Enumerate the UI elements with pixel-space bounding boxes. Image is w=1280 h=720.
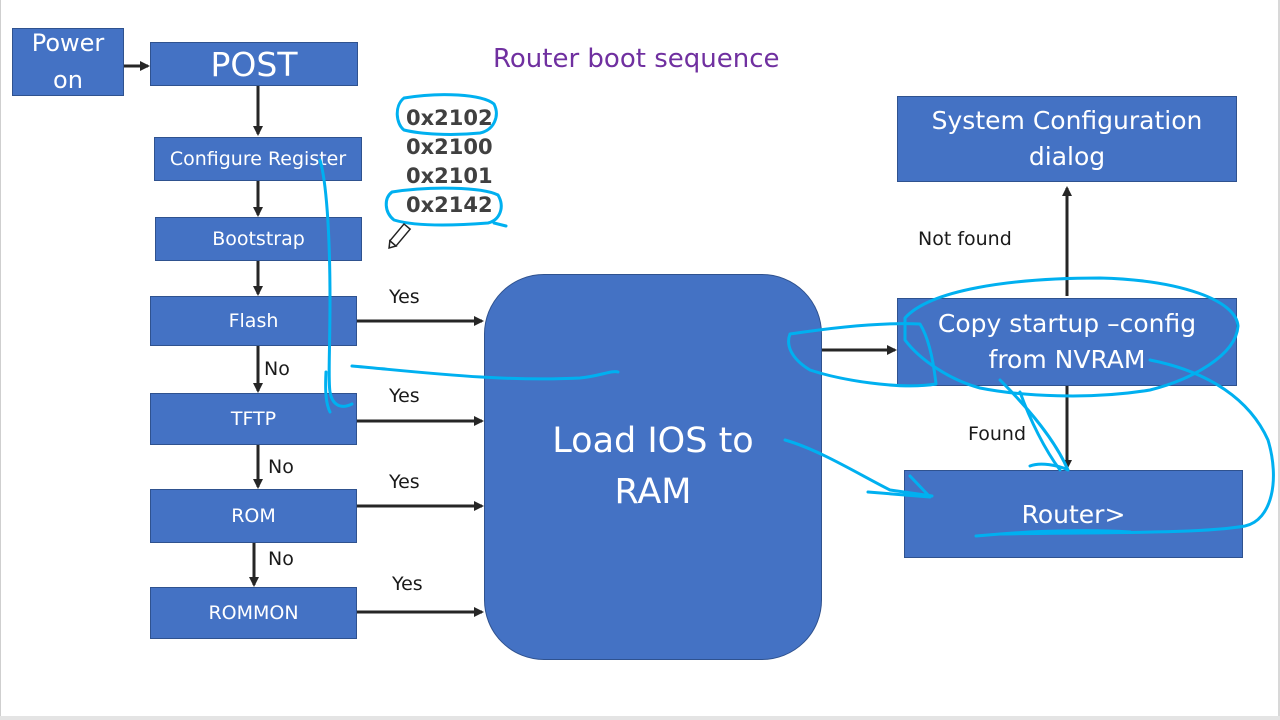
rommon-box: ROMMON	[150, 587, 357, 639]
rommon-label: ROMMON	[208, 602, 299, 624]
copy-startup-box: Copy startup –config from NVRAM	[897, 298, 1237, 386]
nvram-loop-annotation	[1018, 390, 1062, 472]
flash-label: Flash	[228, 310, 279, 332]
register-underline-annotation	[492, 221, 508, 228]
copy-startup-label: Copy startup –config from NVRAM	[937, 308, 1197, 374]
not-found-label: Not found	[918, 228, 1012, 250]
configure-register-box: Configure Register	[154, 137, 362, 181]
rom-box: ROM	[150, 489, 357, 543]
router-loop-annotation	[974, 358, 1275, 538]
post-box: POST	[150, 42, 358, 86]
pen-cursor-icon	[388, 222, 412, 250]
rom-label: ROM	[231, 505, 276, 527]
tftp-yes-label: Yes	[389, 385, 420, 407]
register-value: 0x2142	[406, 193, 493, 217]
load-path-annotation	[350, 364, 620, 381]
bootstrap-label: Bootstrap	[212, 228, 305, 250]
power-on-label: Power on	[31, 28, 105, 94]
system-config-box: System Configuration dialog	[897, 96, 1237, 182]
register-value: 0x2100	[406, 135, 493, 159]
load-path-annotation	[783, 438, 934, 498]
flash-yes-label: Yes	[389, 286, 420, 308]
register-trace-annotation	[324, 370, 332, 414]
system-config-label: System Configuration dialog	[931, 105, 1203, 171]
load-path-annotation	[866, 474, 932, 499]
tftp-label: TFTP	[230, 408, 277, 430]
frame-edge-bottom	[0, 716, 1280, 720]
nvram-loop-annotation	[903, 276, 1240, 398]
rom-yes-label: Yes	[389, 471, 420, 493]
tftp-box: TFTP	[150, 393, 357, 445]
register-circle-annotation	[384, 186, 503, 227]
found-label: Found	[968, 423, 1027, 445]
register-value: 0x2102	[406, 106, 493, 130]
configure-register-label: Configure Register	[169, 148, 347, 170]
register-value: 0x2101	[406, 164, 493, 188]
flash-no-label: No	[264, 358, 290, 380]
nvram-loop-annotation	[998, 378, 1070, 472]
post-label: POST	[210, 44, 298, 84]
diagram-title: Router boot sequence	[493, 44, 780, 74]
tftp-no-label: No	[268, 456, 294, 478]
register-trace-annotation	[318, 158, 354, 408]
nvram-loop-annotation	[787, 322, 938, 388]
flash-box: Flash	[150, 296, 357, 346]
router-prompt-label: Router>	[1021, 499, 1126, 529]
frame-edge-left	[0, 0, 1, 720]
router-underline-annotation	[998, 529, 1132, 536]
frame-edge-right	[1278, 0, 1280, 720]
power-on-box: Power on	[12, 28, 124, 96]
load-ios-label: Load IOS to RAM	[552, 421, 754, 512]
register-circle-annotation	[395, 93, 498, 136]
rom-no-label: No	[268, 548, 294, 570]
router-prompt-box: Router>	[904, 470, 1243, 558]
rommon-yes-label: Yes	[392, 573, 423, 595]
load-ios-box: Load IOS to RAM	[484, 274, 822, 660]
